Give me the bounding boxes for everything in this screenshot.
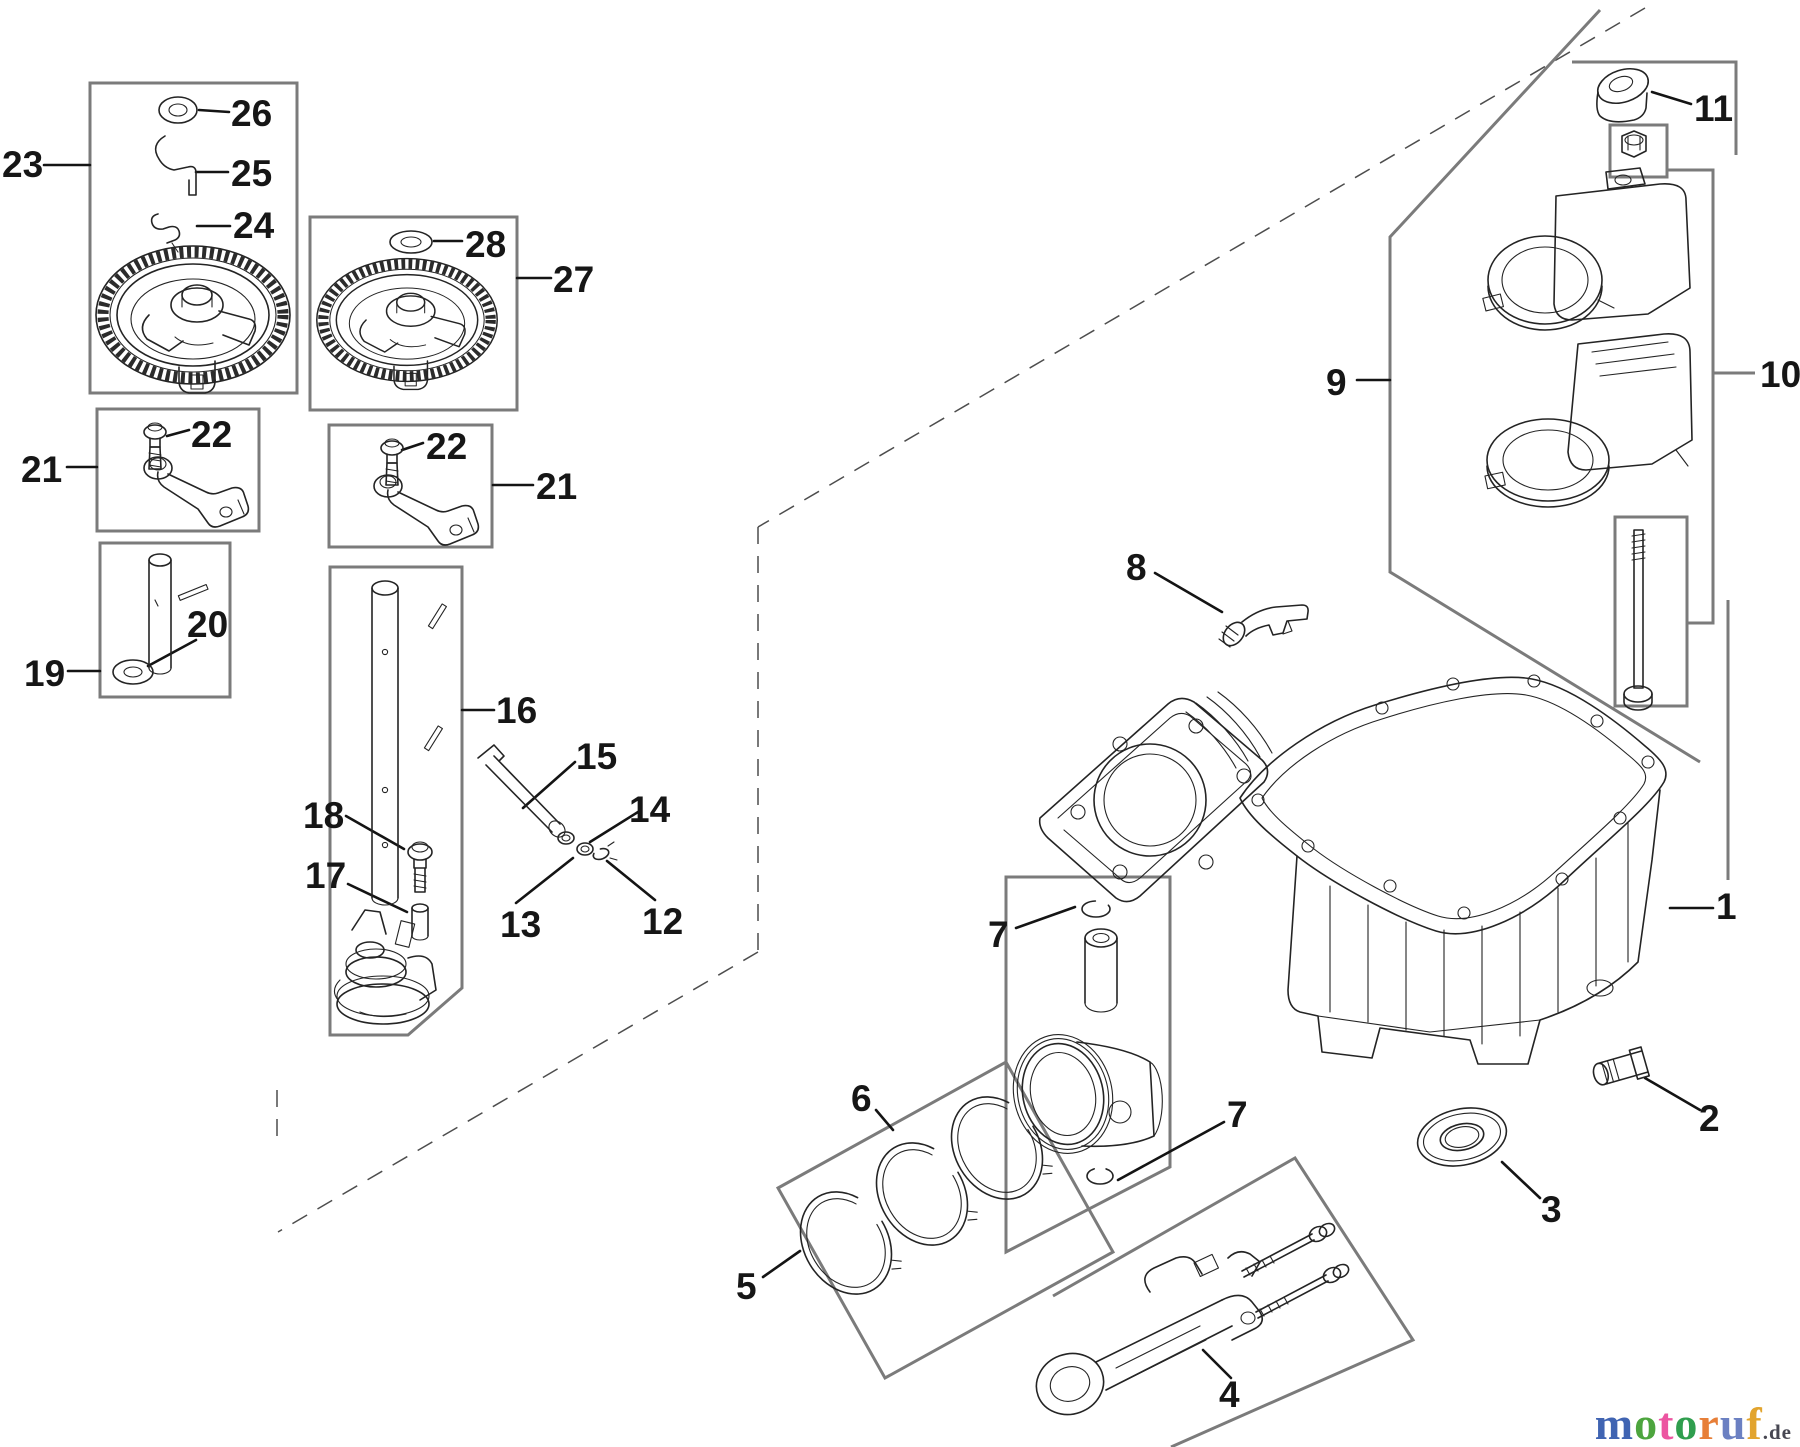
nut-drawing	[1621, 130, 1647, 158]
oil-tube-19-drawing	[148, 553, 209, 675]
callout-12: 12	[642, 901, 684, 942]
callout-3: 3	[1541, 1189, 1562, 1230]
callout-14: 14	[629, 789, 671, 830]
group-9-boundary	[1388, 8, 1701, 764]
drain-plug-2-drawing	[1592, 1046, 1651, 1086]
callout-11: 11	[1694, 88, 1734, 129]
bracket-10	[1667, 168, 1715, 625]
callout-22-left: 22	[191, 414, 233, 455]
connecting-rod-4-drawing	[1035, 1222, 1350, 1416]
oil-seal-3-drawing	[1416, 1107, 1508, 1167]
dashed-boundary-lines	[276, 7, 1646, 1233]
group-box-rings	[775, 1059, 1116, 1381]
callout-13: 13	[500, 904, 542, 945]
group-box-conrod	[1052, 1155, 1416, 1447]
callout-7-top: 7	[988, 914, 1009, 955]
spacer-17-drawing	[411, 903, 429, 941]
callout-19: 19	[24, 653, 66, 694]
callout-6: 6	[851, 1078, 872, 1119]
callout-25: 25	[231, 153, 273, 194]
logo-letter: f	[1746, 1398, 1763, 1447]
oil-fill-fitting-8-drawing	[1218, 604, 1309, 648]
callout-8: 8	[1126, 547, 1147, 588]
dipstick-rod-15-drawing	[477, 744, 566, 838]
logo-letter: o	[1634, 1398, 1659, 1447]
callout-28: 28	[465, 224, 507, 265]
crankcase-oil-pan-1-drawing	[1038, 674, 1667, 1065]
callout-15: 15	[576, 736, 618, 777]
stud-box	[1613, 515, 1689, 708]
piston-drawing	[1012, 1034, 1163, 1154]
clip-12-drawing	[592, 841, 618, 861]
oil-pump-drawing	[333, 909, 437, 1025]
callout-24: 24	[233, 205, 275, 246]
washer-28-drawing	[389, 230, 433, 254]
washers-14-drawing	[557, 831, 594, 856]
breather-cover-upper-drawing	[1482, 167, 1691, 331]
group-box-21-left	[95, 407, 261, 533]
washer-26-drawing	[158, 96, 198, 124]
callout-9: 9	[1326, 362, 1347, 403]
callout-10: 10	[1760, 354, 1800, 395]
leader-lines	[42, 90, 1715, 1380]
logo-letter: u	[1719, 1398, 1747, 1447]
callout-27: 27	[553, 259, 595, 300]
motoruf-logo: motoruf.de	[1595, 1401, 1792, 1447]
group-box-19	[98, 541, 232, 699]
camshaft-gear-23-drawing	[96, 246, 290, 393]
bracket-11	[1572, 60, 1738, 155]
callout-21-right: 21	[536, 466, 578, 507]
logo-letter: t	[1658, 1398, 1675, 1447]
callout-7-bottom: 7	[1227, 1094, 1248, 1135]
group-boxes	[88, 8, 1755, 1447]
breather-cap-11-drawing	[1596, 67, 1650, 123]
callout-23: 23	[2, 144, 44, 185]
callout-16: 16	[496, 690, 538, 731]
nut-box	[1608, 123, 1669, 179]
governor-screw-22-right-drawing	[380, 438, 404, 486]
logo-letter: o	[1674, 1398, 1699, 1447]
compression-release-lever-25-drawing	[154, 135, 197, 196]
callout-21-left: 21	[21, 449, 63, 490]
callout-18: 18	[303, 795, 345, 836]
group-box-27	[308, 215, 519, 412]
oil-pickup-tube-16-drawing	[371, 580, 447, 906]
callout-20: 20	[187, 604, 229, 645]
breather-cover-lower-drawing	[1484, 333, 1693, 508]
callout-4: 4	[1219, 1374, 1240, 1415]
retaining-clip-7-drawing	[1086, 1167, 1114, 1185]
callout-1: 1	[1716, 886, 1737, 927]
bolt-18-drawing	[407, 841, 433, 893]
callout-22-right: 22	[426, 426, 468, 467]
logo-letter: m	[1594, 1398, 1635, 1447]
wrist-pin-7-drawing	[1081, 900, 1118, 1013]
piston-rings-5-6-drawing	[781, 1079, 1062, 1312]
governor-lever-21-left-drawing	[143, 456, 250, 528]
group-box-16	[328, 565, 464, 1037]
stud-bolt-drawing	[1623, 529, 1653, 711]
group-box-21-right	[327, 423, 494, 549]
camshaft-gear-27-drawing	[317, 259, 497, 390]
callout-26: 26	[231, 93, 273, 134]
callout-2: 2	[1699, 1098, 1720, 1139]
callout-17: 17	[305, 855, 347, 896]
governor-screw-22-left-drawing	[143, 422, 167, 470]
logo-letter: r	[1698, 1398, 1720, 1447]
callout-5: 5	[736, 1266, 757, 1307]
group-box-piston	[1004, 875, 1172, 1255]
logo-suffix: .de	[1762, 1420, 1792, 1444]
washer-20-drawing	[112, 659, 154, 685]
